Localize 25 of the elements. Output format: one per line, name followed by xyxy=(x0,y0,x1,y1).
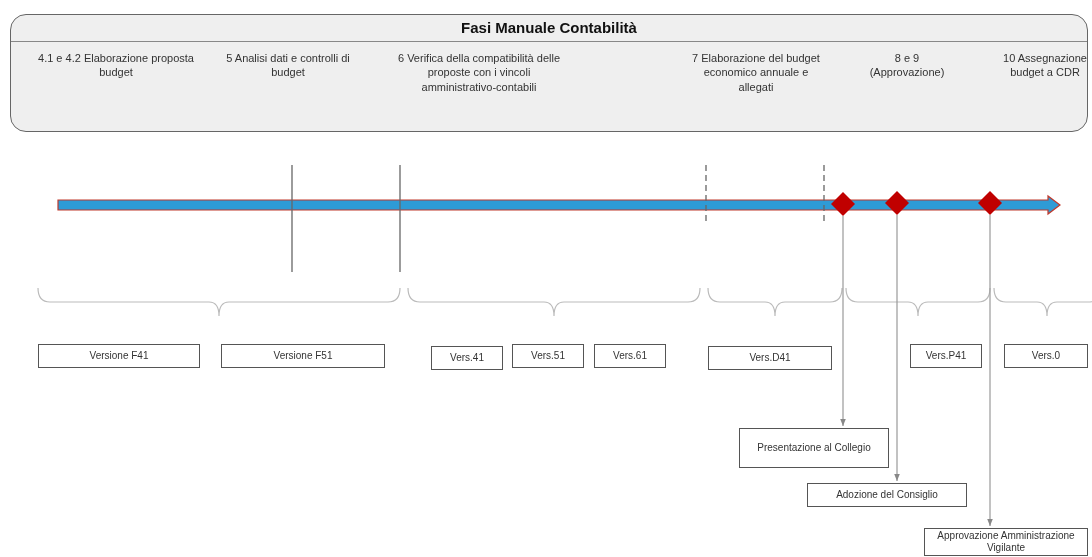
version-box: Vers.P41 xyxy=(910,344,982,368)
event-box: Presentazione al Collegio xyxy=(739,428,889,468)
milestone-diamond xyxy=(978,191,1002,215)
milestone-diamond xyxy=(831,192,855,216)
phase-label: 10 Assegnazione budget a CDR xyxy=(1002,51,1088,80)
version-box: Vers.D41 xyxy=(708,346,832,370)
version-box: Vers.61 xyxy=(594,344,666,368)
arrow xyxy=(840,215,846,427)
version-box: Versione F51 xyxy=(221,344,385,368)
phase-banner xyxy=(10,14,1088,132)
version-box: Vers.0 xyxy=(1004,344,1088,368)
event-box: Approvazione Amministrazione Vigilante xyxy=(924,528,1088,556)
phase-label: 4.1 e 4.2 Elaborazione proposta budget xyxy=(37,51,195,80)
phase-label: 6 Verifica della compatibilità delle proposte con i vincoli amministrativo-contabili xyxy=(396,51,561,94)
phase-label: 8 e 9 (Approvazione) xyxy=(868,51,946,80)
phase-label: 7 Elaborazione del budget economico annuale e allegati xyxy=(691,51,821,94)
phase-label: 5 Analisi dati e controlli di budget xyxy=(225,51,351,80)
event-box: Adozione del Consiglio xyxy=(807,483,967,507)
version-box: Vers.51 xyxy=(512,344,584,368)
arrow xyxy=(987,214,993,527)
arrow xyxy=(894,214,900,482)
version-box: Versione F41 xyxy=(38,344,200,368)
banner-title: Fasi Manuale Contabilità xyxy=(460,19,638,36)
milestone-diamond xyxy=(885,191,909,215)
version-box: Vers.41 xyxy=(431,346,503,370)
